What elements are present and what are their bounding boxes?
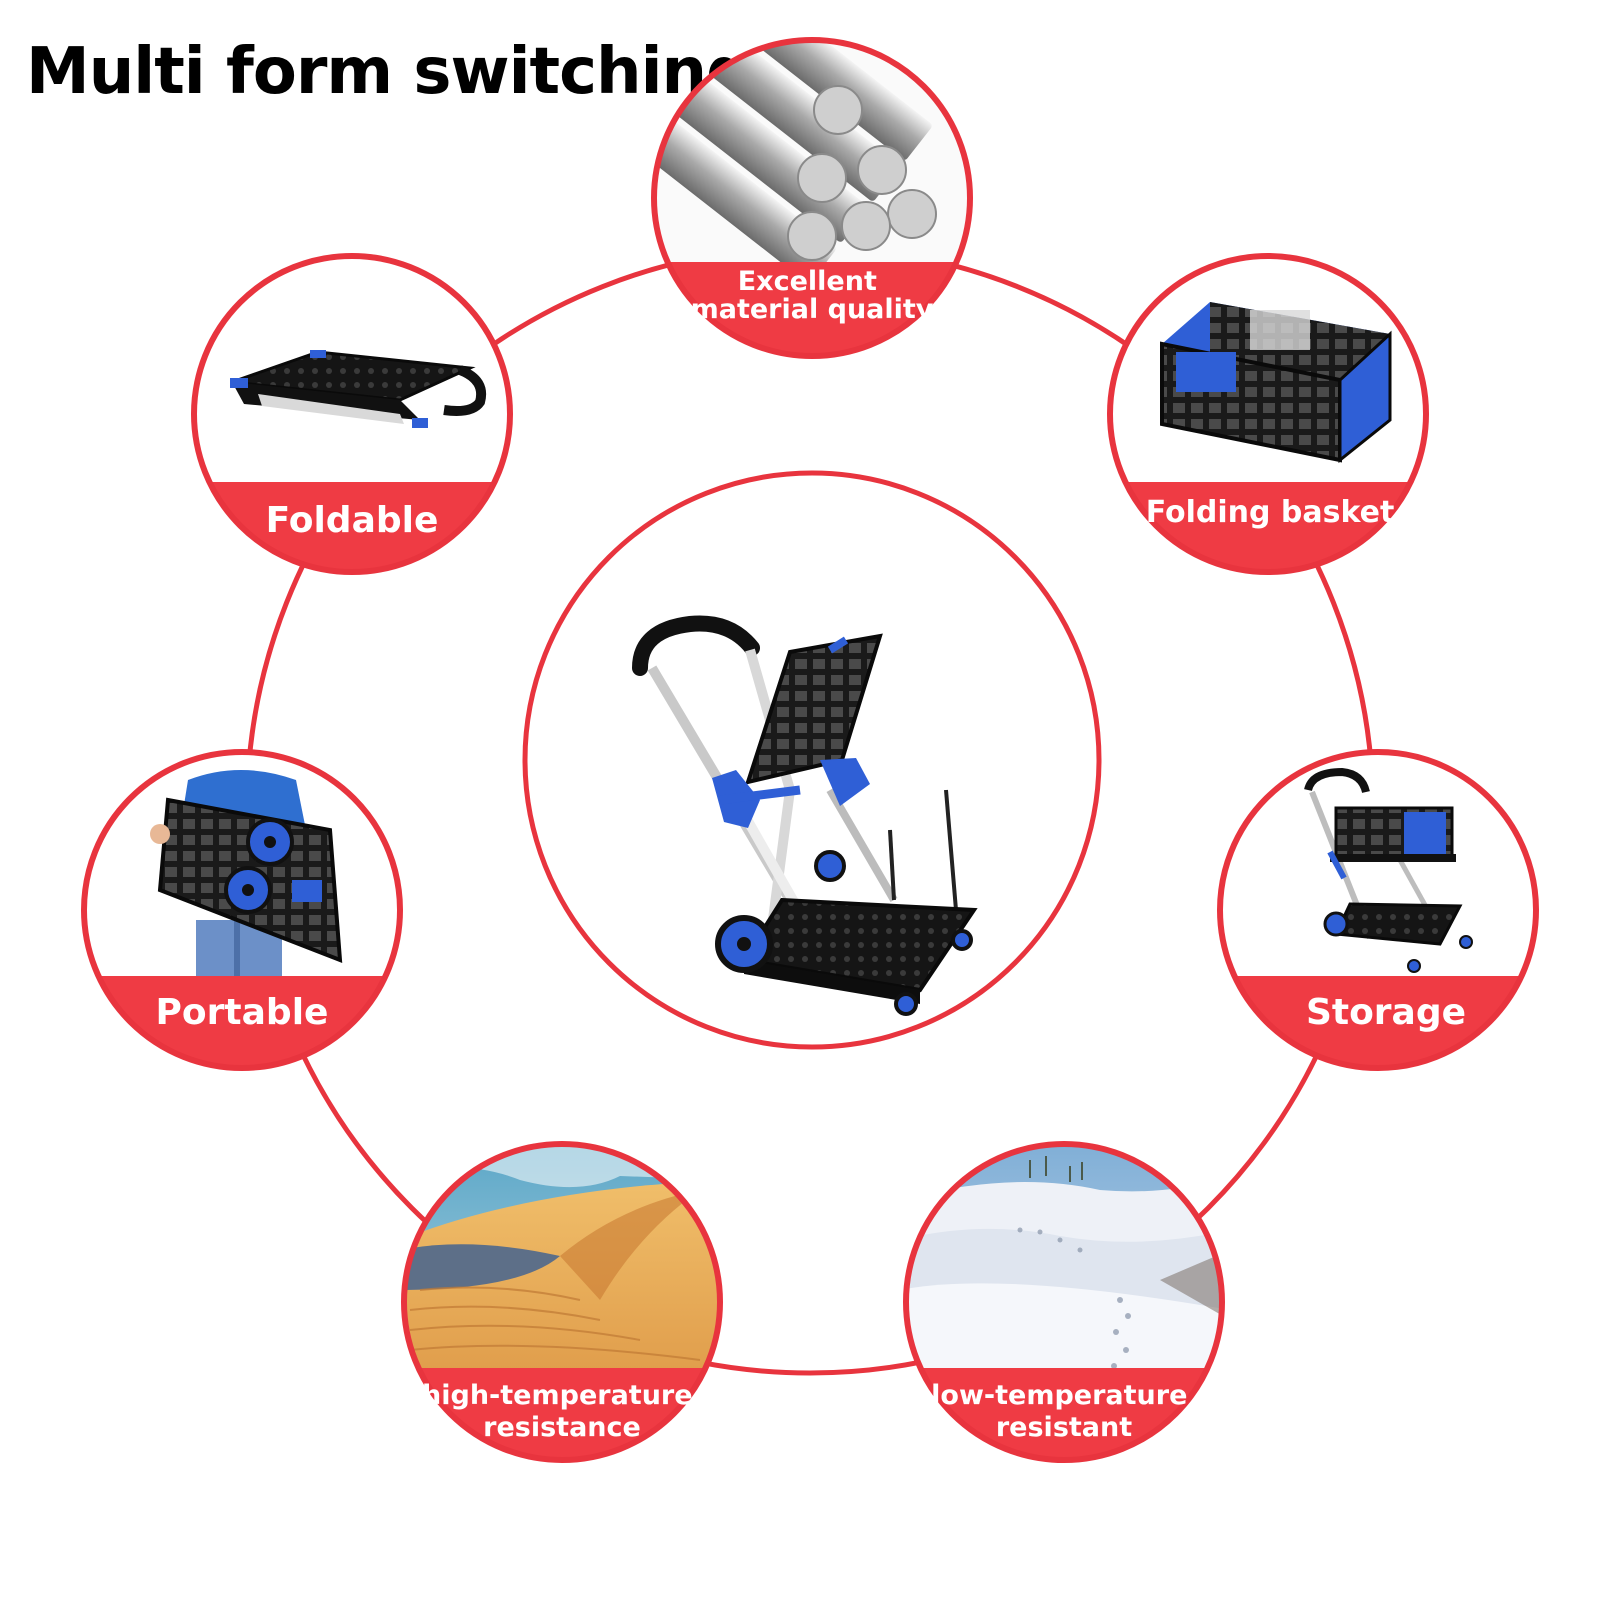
page-title: Multi form switching (26, 35, 752, 109)
feature-label: low-temperature resistant (931, 1380, 1197, 1443)
feature-label: high-temperature resistance (422, 1380, 702, 1443)
feature-material: Excellent material quality (651, 37, 973, 359)
feature-label: Foldable (266, 500, 439, 541)
feature-label: Folding basket (1146, 495, 1395, 530)
folding-basket-icon (1160, 302, 1392, 464)
feature-label: Excellent material quality (691, 266, 934, 325)
feature-high-temp: high-temperature resistance (401, 1141, 723, 1463)
feature-foldable: Foldable (191, 253, 513, 575)
cart-with-basket-icon (1304, 767, 1473, 973)
two-tier-cart-icon (632, 615, 978, 1016)
steel-rods-icon (656, 42, 937, 283)
feature-basket: Folding basket (1107, 253, 1429, 575)
feature-portable: Portable (81, 749, 403, 1071)
folded-cart-icon (230, 350, 486, 428)
feature-label: Portable (156, 992, 329, 1033)
feature-storage: Storage (1217, 749, 1539, 1071)
feature-low-temp: low-temperature resistant (903, 1141, 1225, 1463)
center-cart-circle (522, 470, 1102, 1050)
feature-label: Storage (1306, 992, 1466, 1033)
